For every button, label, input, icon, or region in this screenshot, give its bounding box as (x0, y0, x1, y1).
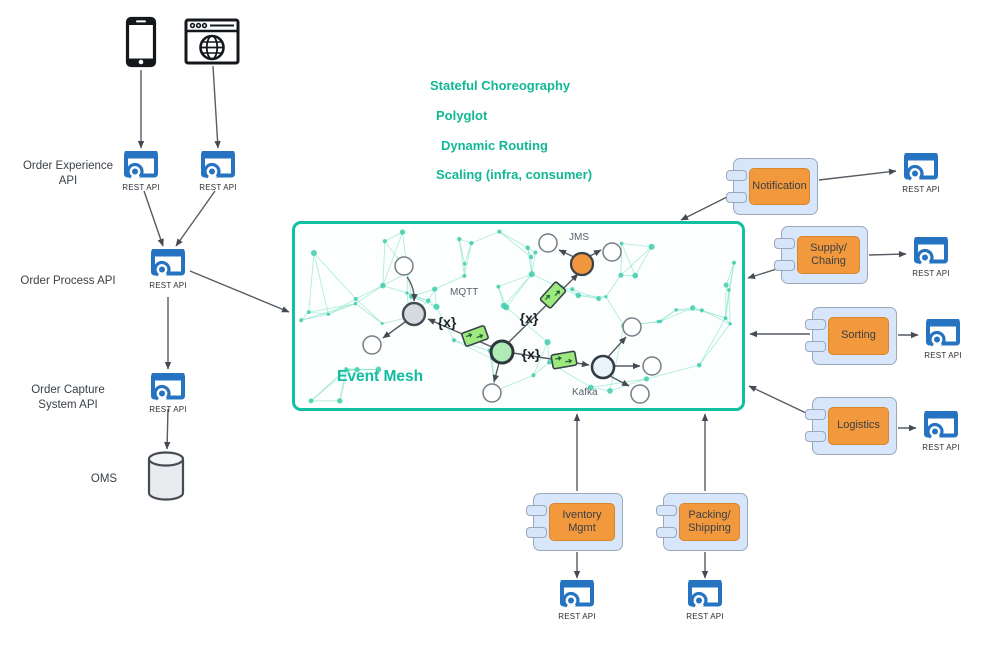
order-capture-api-label: Order Capture System API (31, 384, 105, 411)
component-tab (656, 527, 677, 538)
component-logistics[interactable]: Logistics (805, 397, 897, 455)
order-process-api-label: Order Process API (20, 275, 116, 287)
component-tab (805, 319, 826, 330)
web-browser-icon[interactable] (184, 18, 240, 65)
rest-api-icon (913, 236, 949, 268)
arrow-ordercapture-to-oms (163, 408, 171, 450)
rest-api-label: REST API (922, 443, 960, 452)
rest-api-label: REST API (686, 612, 724, 621)
arrow-rest2-to-orderprocess (175, 190, 216, 247)
rest-api-icon (123, 150, 159, 182)
feature-polyglot: Polyglot (436, 108, 488, 123)
component-tab (774, 238, 795, 249)
rest-api-icon (687, 579, 723, 611)
component-tab (805, 409, 826, 420)
component-sorting-label: Sorting (828, 317, 889, 355)
kafka-label: Kafka (572, 387, 598, 398)
component-tab (726, 192, 747, 203)
rest-api-icon (903, 152, 939, 184)
component-tab (726, 170, 747, 181)
rest-api-label: REST API (199, 183, 237, 192)
feature-scaling: Scaling (infra, consumer) (436, 167, 593, 182)
component-notification[interactable]: Notification (726, 158, 818, 215)
component-packing-shipping[interactable]: Packing/ Shipping (656, 493, 748, 551)
component-tab (656, 505, 677, 516)
arrow-browser-to-rest (212, 65, 221, 149)
rest-api-label: REST API (122, 183, 160, 192)
component-inventory-mgmt[interactable]: Iventory Mgmt (526, 493, 623, 551)
component-supply-label: Supply/ Chaing (797, 236, 860, 274)
component-inventory-label: Iventory Mgmt (549, 503, 615, 541)
component-logistics-label: Logistics (828, 407, 889, 445)
rest-api-order-experience-1[interactable]: REST API (118, 150, 164, 192)
rest-api-icon (925, 318, 961, 350)
arrow-supply-to-rest (868, 250, 907, 258)
component-tab (805, 341, 826, 352)
rest-api-inventory[interactable]: REST API (554, 579, 600, 621)
rest-api-icon (923, 410, 959, 442)
rest-api-icon (559, 579, 595, 611)
feature-stateful-choreography: Stateful Choreography (430, 78, 571, 93)
feature-dynamic-routing: Dynamic Routing (441, 138, 548, 153)
arrow-notification-to-rest (818, 168, 897, 181)
jms-label: JMS (569, 232, 589, 243)
rest-api-sorting[interactable]: REST API (920, 318, 966, 360)
arrow-rest1-to-orderprocess (143, 190, 164, 247)
rest-api-label: REST API (558, 612, 596, 621)
rest-api-order-capture[interactable]: REST API (145, 372, 191, 414)
component-notification-label: Notification (749, 168, 810, 205)
event-mesh-box[interactable]: Event Mesh MQTT JMS Kafka (292, 221, 745, 411)
rest-api-label: REST API (149, 281, 187, 290)
rest-api-label: REST API (902, 185, 940, 194)
arrow-orderprocess-to-mesh (189, 270, 290, 313)
component-supply-chaing[interactable]: Supply/ Chaing (774, 226, 868, 284)
component-tab (805, 431, 826, 442)
mqtt-label: MQTT (450, 287, 479, 298)
arrow-notification-to-mesh (680, 195, 730, 221)
rest-api-icon (200, 150, 236, 182)
arrow-logistics-to-mesh (748, 385, 807, 414)
smartphone-icon[interactable] (124, 15, 158, 69)
rest-api-logistics[interactable]: REST API (918, 410, 964, 452)
rest-api-label: REST API (149, 405, 187, 414)
oms-label: OMS (90, 473, 118, 485)
rest-api-supply[interactable]: REST API (908, 236, 954, 278)
rest-api-icon (150, 372, 186, 404)
rest-api-label: REST API (924, 351, 962, 360)
rest-api-packing[interactable]: REST API (682, 579, 728, 621)
component-tab (774, 260, 795, 271)
component-sorting[interactable]: Sorting (805, 307, 897, 365)
rest-api-order-process[interactable]: REST API (145, 248, 191, 290)
rest-api-notification[interactable]: REST API (898, 152, 944, 194)
event-mesh-title: Event Mesh (337, 368, 424, 385)
component-tab (526, 505, 547, 516)
component-tab (526, 527, 547, 538)
rest-api-label: REST API (912, 269, 950, 278)
component-packing-label: Packing/ Shipping (679, 503, 740, 541)
order-experience-api-label: Order Experience API (22, 160, 114, 187)
rest-api-icon (150, 248, 186, 280)
rest-api-order-experience-2[interactable]: REST API (195, 150, 241, 192)
database-cylinder-icon[interactable] (146, 451, 186, 501)
